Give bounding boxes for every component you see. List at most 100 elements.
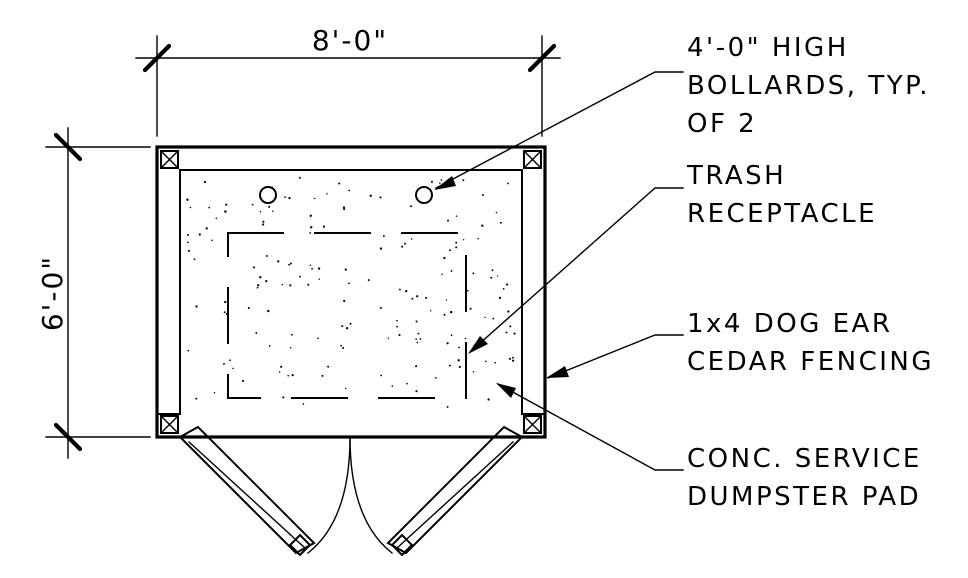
width-dimension: 8'-0" [135, 24, 561, 137]
post-top-left [160, 150, 179, 169]
stipple-dot [289, 347, 292, 349]
left-gate [178, 425, 351, 557]
stipple-dot [415, 338, 417, 341]
stipple-dot [425, 296, 428, 299]
stipple-dot [512, 356, 514, 359]
stipple-dot [340, 344, 343, 347]
post-top-right [523, 150, 542, 169]
cedar-fence-enclosure [155, 145, 547, 439]
corner-posts [160, 150, 542, 434]
stipple-dot [187, 249, 191, 252]
stipple-dot [401, 245, 404, 248]
stipple-dot [268, 205, 271, 208]
stipple-dot [485, 360, 487, 363]
stipple-dot [443, 313, 446, 316]
stipple-dot [472, 272, 475, 275]
stipple-dot [415, 320, 418, 323]
stipple-dot [290, 334, 293, 336]
stipple-dot [415, 390, 418, 393]
stipple-dot [481, 224, 484, 227]
trash-receptacle [227, 232, 467, 399]
stipple-dot [498, 296, 502, 300]
stipple-dot [491, 269, 494, 272]
stipple-dot [511, 359, 515, 362]
stipple-dot [341, 325, 344, 328]
annotation-trash-line-2: RECEPTACLE [687, 199, 877, 229]
stipple-dot [464, 337, 467, 340]
stipple-dot [477, 237, 479, 240]
stipple-dot [241, 379, 245, 382]
stipple-dot [307, 283, 310, 286]
stipple-dot [411, 297, 414, 300]
stipple-dot [262, 223, 265, 226]
annotation-trash-line-1: TRASH [686, 161, 786, 191]
stipple-dot [348, 189, 351, 192]
stipple-dot [416, 341, 419, 344]
stipple-dot [256, 286, 259, 289]
stipple-dot [342, 346, 345, 350]
stipple-dot [309, 214, 312, 217]
leader-pad [496, 383, 684, 471]
stipple-dot [342, 206, 346, 209]
stipple-dot [505, 331, 508, 334]
stipple-dot [434, 377, 437, 379]
stipple-dot [265, 280, 268, 283]
stipple-dot [317, 337, 319, 340]
stipple-dot [429, 310, 432, 312]
annotation-bollards: 4'-0" HIGH BOLLARDS, TYP. OF 2 [687, 33, 927, 139]
annotation-pad: CONC. SERVICE DUMPSTER PAD [687, 444, 922, 512]
stipple-dot [410, 238, 413, 240]
stipple-dot [193, 258, 196, 261]
bollard-left [259, 186, 277, 204]
stipple-dot [186, 234, 189, 236]
stipple-dot [343, 208, 346, 211]
stipple-dot [472, 371, 475, 373]
stipple-dot [247, 306, 250, 310]
stipple-dot [348, 282, 350, 285]
height-dimension: 6'-0" [36, 127, 151, 459]
stipple-dot [224, 300, 227, 304]
stipple-dot [506, 283, 509, 286]
stipple-dot [252, 266, 256, 269]
stipple-dot [495, 211, 498, 214]
stipple-dot [457, 359, 460, 362]
leader-fencing [546, 334, 684, 379]
stipple-dot [462, 239, 465, 241]
stipple-dot [416, 295, 419, 298]
stipple-dot [443, 256, 446, 260]
stipple-dot [281, 283, 284, 286]
stipple-dot [367, 279, 370, 282]
stipple-dot [311, 267, 314, 270]
stipple-dot [462, 179, 465, 182]
stipple-dot [232, 367, 234, 370]
stipple-dot [447, 219, 449, 222]
stipple-dot [189, 206, 192, 209]
stipple-dot [195, 305, 198, 308]
annotation-pad-line-1: CONC. SERVICE [687, 444, 922, 474]
stipple-dot [338, 182, 341, 185]
stipple-dot [469, 307, 472, 310]
stipple-dot [327, 365, 330, 368]
stipple-dot [198, 233, 201, 236]
stipple-dot [415, 365, 418, 368]
stipple-dot [225, 203, 228, 206]
stipple-dot [369, 194, 372, 197]
stipple-dot [496, 275, 499, 277]
stipple-dot [446, 405, 449, 408]
stipple-dot [208, 206, 211, 209]
stipple-dot [417, 332, 420, 335]
stipple-dot [309, 226, 312, 229]
stipple-dot [313, 197, 316, 200]
stipple-dot [379, 196, 382, 199]
annotation-fencing-line-2: CEDAR FENCING [687, 347, 934, 377]
stipple-dot [277, 260, 280, 263]
width-dimension-label: 8'-0" [312, 24, 388, 57]
stipple-dot [349, 322, 352, 325]
stipple-dot [446, 342, 449, 345]
stipple-dot [213, 391, 216, 394]
stipple-dot [458, 365, 461, 369]
stipple-dot [482, 194, 484, 196]
stipple-dot [430, 180, 433, 183]
stipple-dot [440, 179, 443, 181]
